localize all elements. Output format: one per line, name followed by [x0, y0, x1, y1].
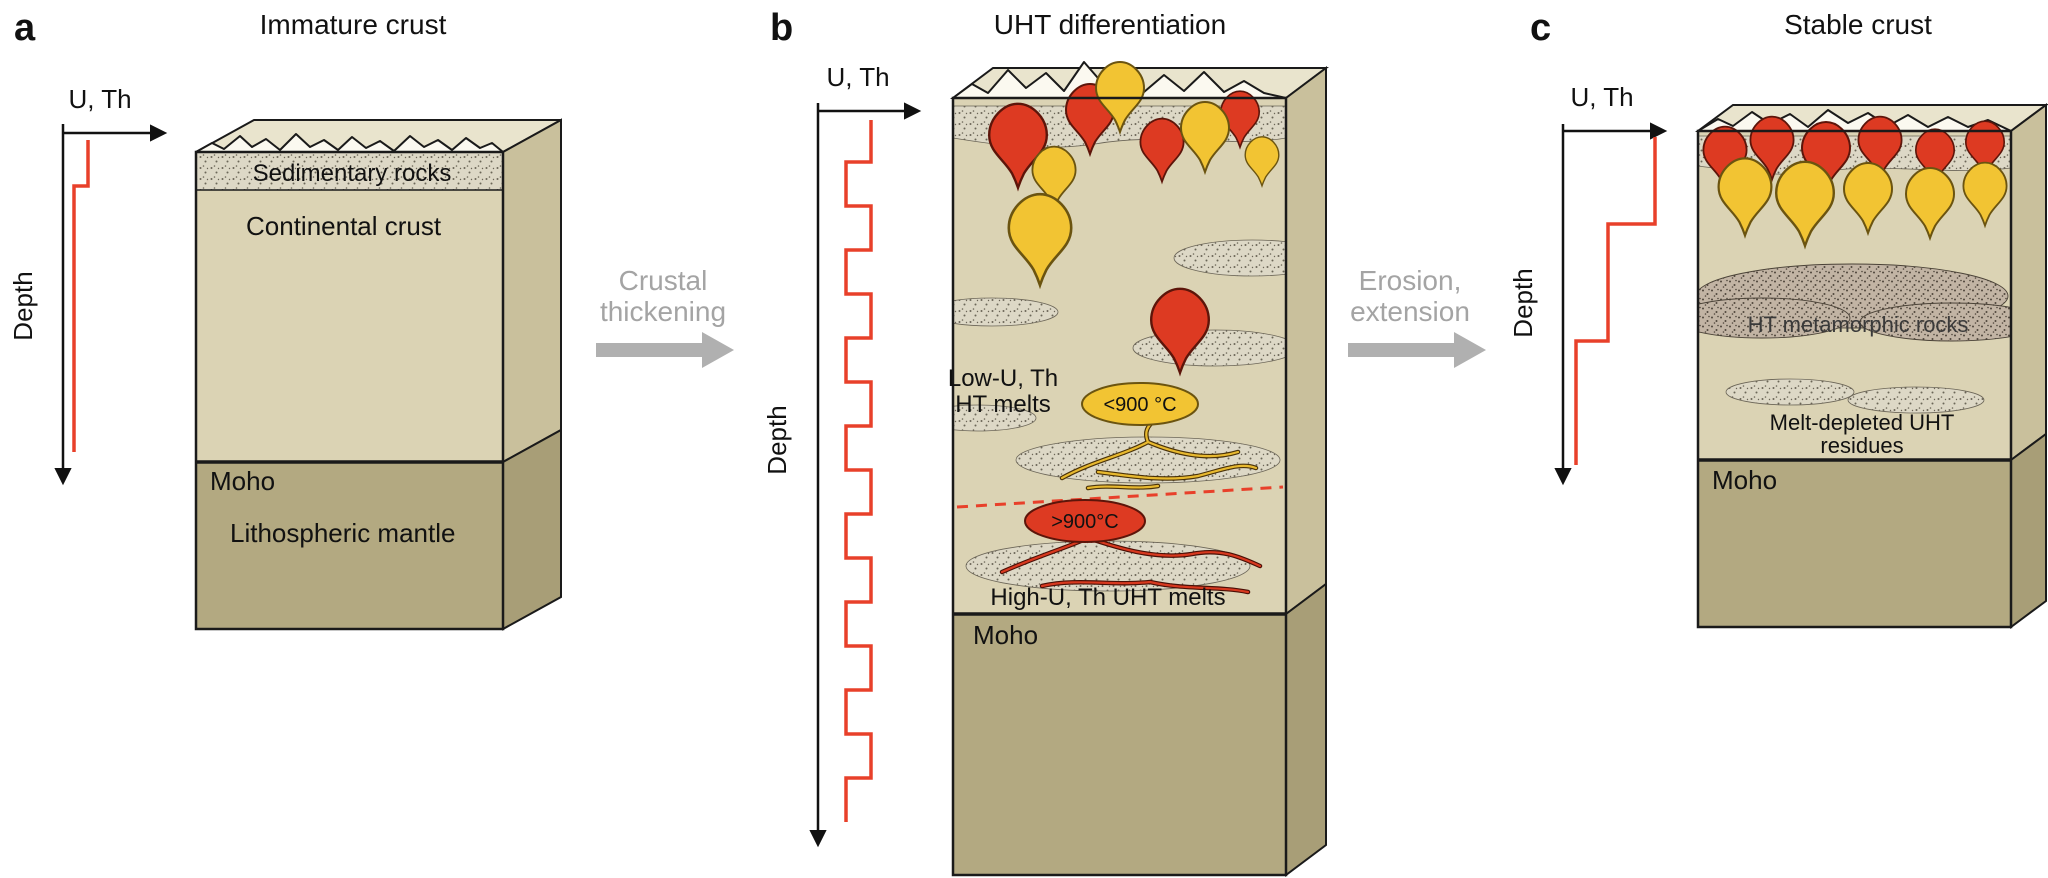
transition-crustal-thickening: Crustal thickening [596, 265, 734, 368]
panel-a-moho-label: Moho [210, 466, 275, 496]
transition-bc-text-1: Erosion, [1359, 265, 1462, 296]
panel-a-uth-label: U, Th [68, 84, 131, 114]
panel-c-side-mantle [2010, 432, 2047, 629]
panel-a-depth-label: Depth [8, 271, 38, 340]
panel-a-front-mantle [196, 462, 503, 629]
panel-b-title: UHT differentiation [994, 9, 1226, 40]
panel-a-letter: a [14, 7, 36, 49]
panel-b-moho-label: Moho [973, 620, 1038, 650]
transition-ab-text-2: thickening [600, 296, 726, 327]
panel-b-temp-low-label: <900 °C [1103, 394, 1176, 416]
transition-ab-text-1: Crustal [619, 265, 708, 296]
panel-c-uth-label: U, Th [1570, 82, 1633, 112]
panel-b-side-mantle [1285, 582, 1327, 877]
panel-b-low-melts-label-2: HT melts [955, 391, 1051, 418]
residue-lens [1847, 386, 1985, 414]
panel-c-front-outline [1696, 129, 2013, 629]
right-arrow-icon [596, 332, 734, 368]
panel-b-side-crust [1285, 66, 1327, 616]
panel-b-low-melts-label-1: Low-U, Th [948, 365, 1058, 392]
panel-b: b UHT differentiation U, Th Depth [762, 7, 1329, 877]
panel-b-front-outline [951, 96, 1288, 877]
sediment-lens [1173, 239, 1286, 277]
panel-a-sedimentary-label: Sedimentary rocks [253, 160, 452, 187]
panel-b-uth-profile [844, 120, 873, 822]
panel-a-crust-label: Continental crust [246, 211, 442, 241]
panel-a-mantle-label: Lithospheric mantle [230, 518, 455, 548]
panel-c-uth-profile [1574, 137, 1657, 465]
panel-c-title: Stable crust [1784, 9, 1932, 40]
isotherm-900c-line [956, 485, 1284, 509]
panel-a-mountains [195, 133, 504, 153]
panel-c-letter: c [1530, 7, 1551, 49]
panel-c-front-mantle [1698, 460, 2011, 627]
panel-a-front-outline [194, 150, 505, 631]
panel-a-side-mantle [502, 428, 562, 631]
residue-lens [1725, 378, 1855, 406]
temp-blob-low [1081, 382, 1199, 426]
right-arrow-icon [1348, 332, 1486, 368]
transition-erosion-extension: Erosion, extension [1348, 265, 1486, 368]
sediment-lens [953, 297, 1059, 327]
sediment-lens [953, 404, 1037, 432]
panel-b-temp-high-label: >900°C [1051, 511, 1119, 533]
panel-b-high-melts-label: High-U, Th UHT melts [990, 584, 1225, 611]
panel-c: c Stable crust U, Th Depth [1508, 7, 2048, 629]
panel-b-letter: b [770, 7, 793, 49]
panel-c-depth-label: Depth [1508, 268, 1538, 337]
panel-a-front-crust [196, 152, 503, 462]
panel-a-title: Immature crust [260, 9, 447, 40]
panel-b-front-mantle [953, 614, 1286, 875]
panel-c-ht-rocks-label: HT metamorphic rocks [1748, 312, 1969, 337]
ht-metamorphic-band [1698, 263, 2011, 342]
panel-c-moho-label: Moho [1712, 465, 1777, 495]
panel-c-front-contents [1698, 115, 2011, 414]
temp-blob-high [1024, 499, 1146, 543]
panel-c-residues-label-2: residues [1820, 433, 1903, 458]
transition-bc-text-2: extension [1350, 296, 1470, 327]
panel-b-front-contents [953, 61, 1286, 595]
panel-b-uth-label: U, Th [826, 62, 889, 92]
panel-a-uth-profile [72, 140, 90, 452]
panel-a-side-crust [502, 118, 562, 464]
panel-a-sedimentary-band [197, 153, 502, 190]
panel-a: a Immature crust U, Th Depth Sedimentary… [8, 7, 562, 631]
panel-b-depth-label: Depth [762, 405, 792, 474]
panel-c-residues-label-1: Melt-depleted UHT [1770, 410, 1955, 435]
panel-c-side-crust [2010, 103, 2047, 462]
